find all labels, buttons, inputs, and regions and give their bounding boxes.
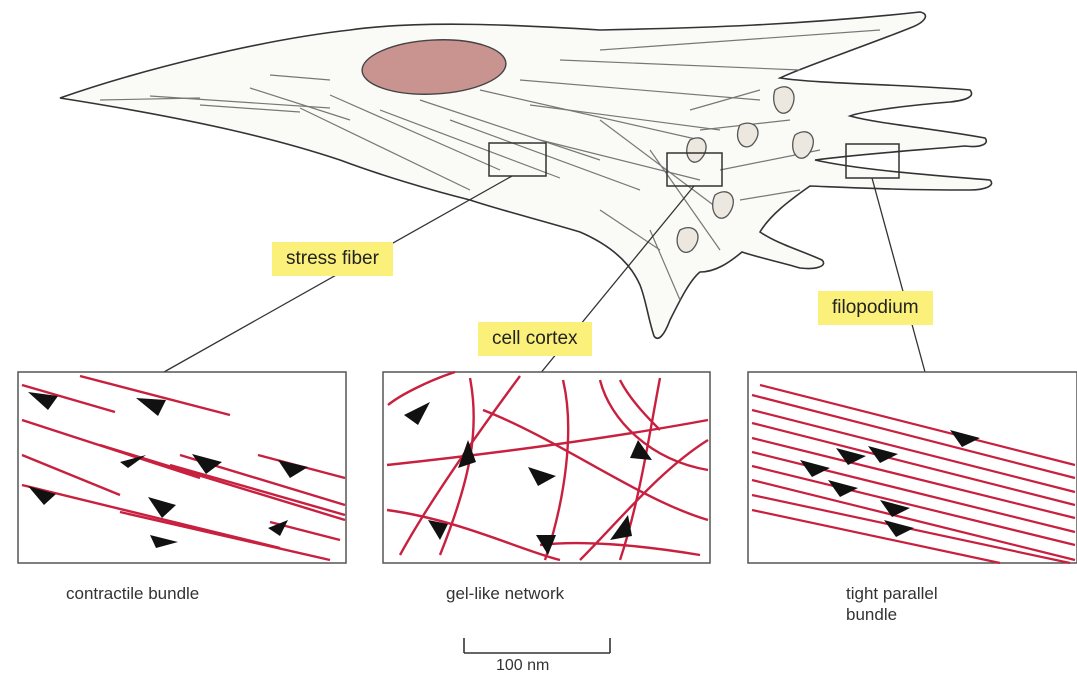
scale-bar [464, 638, 610, 653]
cell-illustration [60, 12, 992, 338]
tight-parallel-bundle-caption: tight parallel bundle [846, 583, 938, 625]
contractile-bundle-caption: contractile bundle [66, 583, 199, 604]
cell-outline [60, 12, 992, 338]
filopodium-label: filopodium [818, 291, 933, 325]
stress-fiber-label: stress fiber [272, 242, 393, 276]
gel-like-network-panel [383, 372, 710, 563]
gel-like-network-caption: gel-like network [446, 583, 564, 604]
cell-cortex-label: cell cortex [478, 322, 592, 356]
contractile-bundle-panel [18, 372, 346, 563]
tight-parallel-bundle-panel [748, 372, 1077, 563]
scale-bar-label: 100 nm [496, 657, 549, 675]
